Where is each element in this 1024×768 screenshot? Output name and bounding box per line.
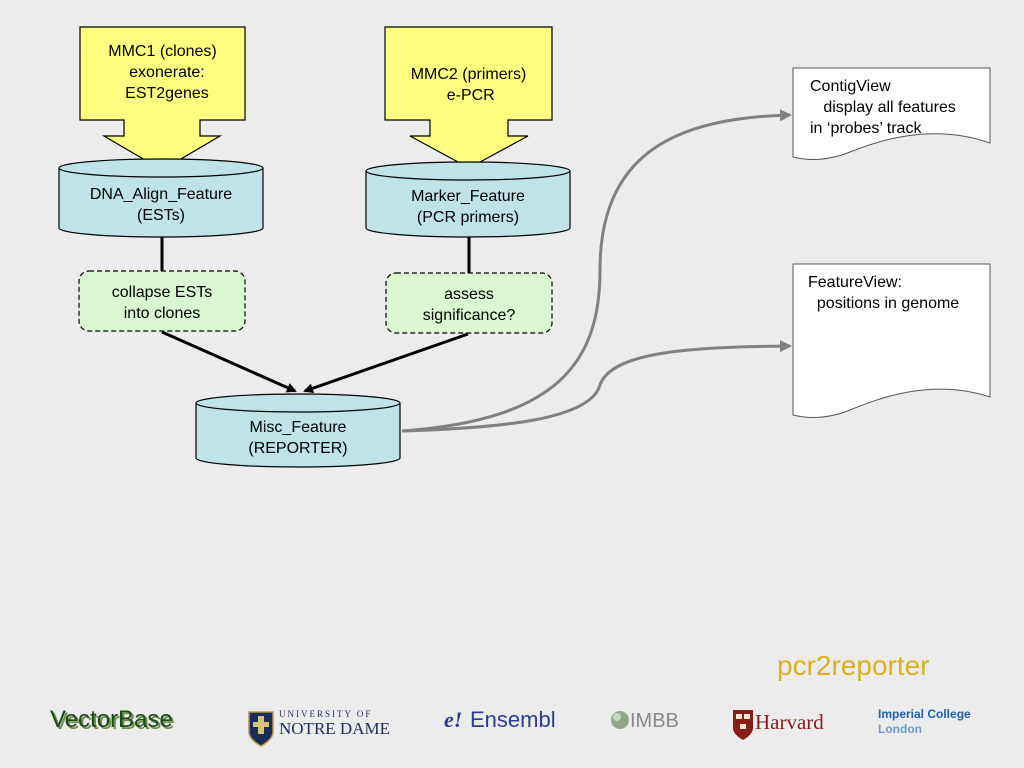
marker-feature-db	[365, 161, 571, 238]
ensembl-logo-prefix: e!	[444, 707, 462, 733]
ensembl-prefix-text: e!	[444, 707, 463, 732]
ensembl-logo: Ensembl	[470, 707, 556, 732]
dna-align-feature-label: DNA_Align_Feature (ESTs)	[89, 186, 233, 224]
misc-feature-label: Misc_Feature (REPORTER)	[248, 419, 348, 457]
mmc2-label: MMC2 (primers) e-PCR	[410, 66, 527, 104]
harvard-logo: Harvard	[755, 710, 824, 734]
assess-process-box	[385, 272, 553, 334]
dna-align-feature-db	[58, 158, 264, 238]
marker-feature-label: Marker_Feature (PCR primers)	[411, 188, 525, 226]
misc-feature-db	[195, 393, 401, 468]
collapse-to-misc-arrow	[161, 330, 297, 393]
notre-dame-logo-top: UNIVERSITY OF	[279, 709, 373, 719]
harvard-shield-icon	[733, 710, 753, 740]
assess-to-misc-arrow	[303, 332, 469, 394]
imbb-globe-icon	[611, 711, 629, 729]
notre-dame-logo-bottom: NOTRE DAME	[279, 719, 390, 738]
mmc1-source-box	[79, 26, 246, 171]
misc-to-featureview-connector	[401, 340, 792, 433]
featureview-label: FeatureView: positions in genome	[808, 274, 960, 312]
featureview-output-doc	[792, 263, 991, 418]
mmc1-label: MMC1 (clones) exonerate: EST2genes	[108, 43, 217, 102]
notre-dame-shield-icon	[248, 711, 274, 747]
misc-to-contigview-connector	[401, 109, 792, 433]
slide-title: pcr2reporter	[777, 650, 930, 681]
collapse-process-label: collapse ESTs into clones	[111, 284, 213, 322]
mmc2-source-box	[384, 26, 553, 169]
imperial-logo-bottom: London	[878, 722, 922, 736]
collapse-process-box	[78, 270, 246, 332]
vectorbase-logo: VectorBase	[50, 706, 173, 733]
imbb-logo: IMBB	[630, 710, 679, 732]
contigview-output-doc	[792, 67, 991, 160]
assess-process-label: assess significance?	[422, 286, 516, 324]
contigview-label: ContigView display all features in ‘prob…	[810, 78, 956, 137]
imperial-logo-top: Imperial College	[878, 707, 971, 721]
